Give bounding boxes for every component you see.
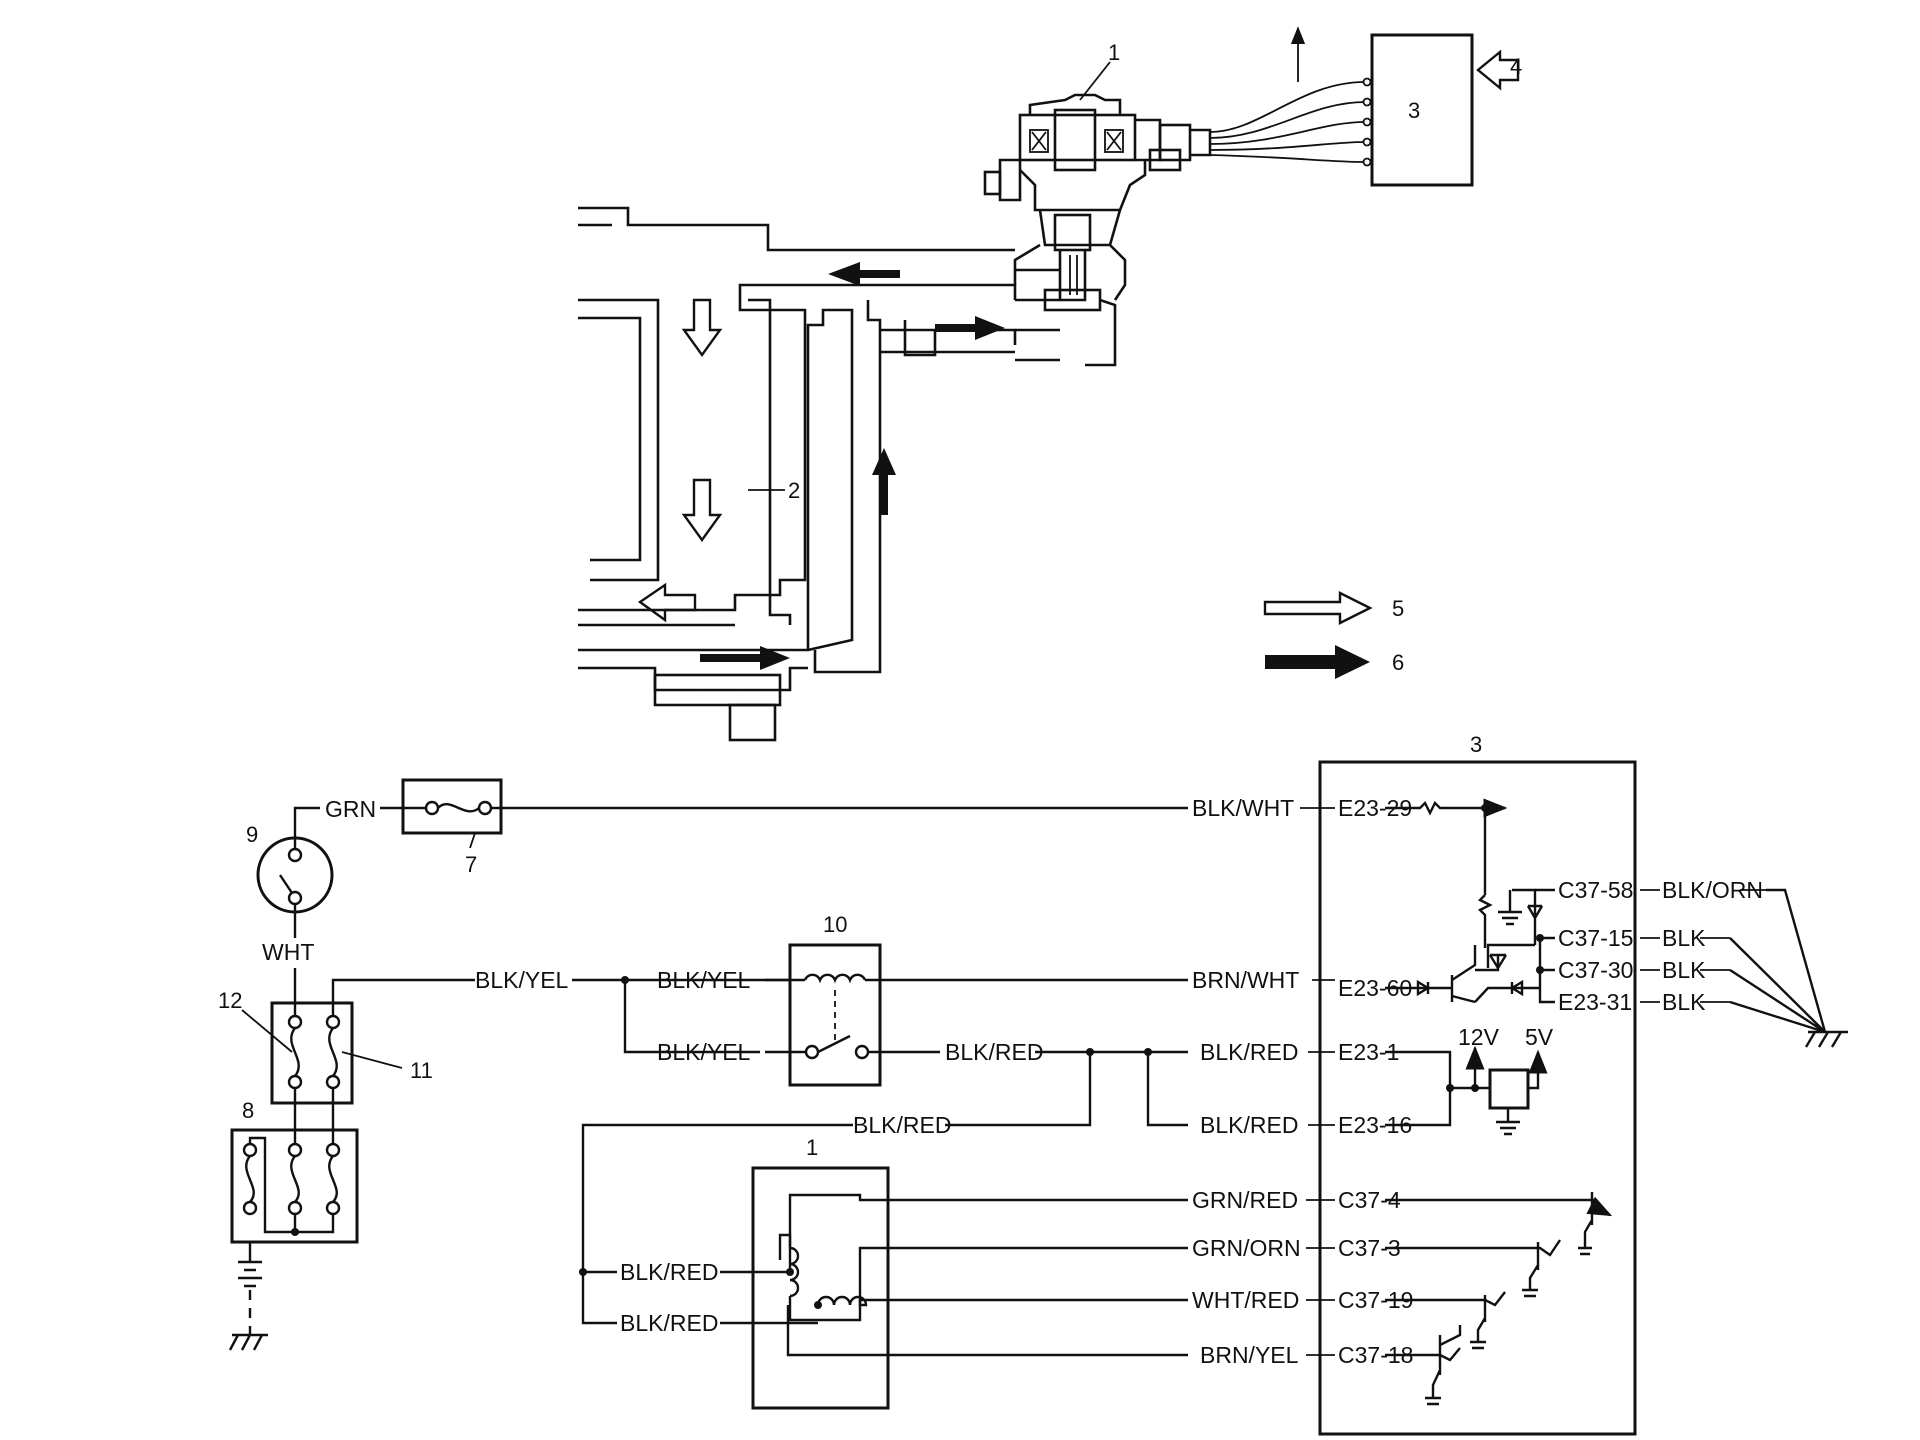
terminal-c37-30: C37-30: [1558, 957, 1633, 983]
wire-label-blk-red-feed: BLK/RED: [853, 1112, 951, 1138]
wire-label-blk-yel-relay-bottom: BLK/YEL: [657, 1039, 751, 1065]
wire-label-brn-wht: BRN/WHT: [1192, 967, 1299, 993]
flow-arrow-outline-icon: [637, 582, 697, 623]
callout-11: 11: [410, 1058, 433, 1083]
callout-8: 8: [242, 1098, 254, 1123]
wire-label-blk-wht: BLK/WHT: [1192, 795, 1294, 821]
wire-label-blk-3: BLK: [1662, 989, 1706, 1015]
wire-label-wht-red: WHT/RED: [1192, 1287, 1299, 1313]
wire-label-blk-1: BLK: [1662, 925, 1706, 951]
wire-label-blk-red-relay-out: BLK/RED: [945, 1039, 1043, 1065]
fuse-block-main: [270, 1001, 354, 1105]
callout-7: 7: [465, 852, 477, 877]
flow-arrow-solid-icon: [872, 448, 896, 515]
wire-label-blk-2: BLK: [1662, 957, 1706, 983]
terminal-c37-3: C37-3: [1338, 1235, 1401, 1261]
terminal-c37-18: C37-18: [1338, 1342, 1413, 1368]
terminal-c37-4: C37-4: [1338, 1187, 1401, 1213]
terminal-e23-60: E23-60: [1338, 975, 1412, 1001]
legend-solid-arrow-icon: [1265, 645, 1370, 679]
wire-label-blk-yel-relay-top: BLK/YEL: [657, 967, 751, 993]
flow-arrow-outline-icon: [681, 298, 723, 358]
label-leaders: [1300, 807, 1766, 1356]
wire-label-grn-orn: GRN/ORN: [1192, 1235, 1301, 1261]
wire-label-blk-red-coil-top: BLK/RED: [620, 1259, 718, 1285]
terminal-e23-31: E23-31: [1558, 989, 1632, 1015]
valve-harness: [1209, 26, 1372, 167]
voltage-regulator: [1488, 1068, 1530, 1110]
idle-air-control-valve-drawing: [983, 93, 1212, 367]
input-arrow-icon: [1476, 49, 1520, 91]
wiring-schematic: [228, 760, 1848, 1436]
terminal-c37-19: C37-19: [1338, 1287, 1413, 1313]
wire-label-blk-red-e23-1: BLK/RED: [1200, 1039, 1298, 1065]
wire-label-wht: WHT: [262, 939, 314, 965]
legend-outline-arrow-icon: [1263, 591, 1373, 625]
flow-arrow-solid-icon: [935, 316, 1005, 340]
iac-valve-coils: [751, 1166, 890, 1410]
callout-5: 5: [1392, 596, 1404, 621]
wire-label-blk-red-e23-16: BLK/RED: [1200, 1112, 1298, 1138]
wire-label-brn-yel: BRN/YEL: [1200, 1342, 1299, 1368]
callout-9: 9: [246, 822, 258, 847]
flow-arrow-outline-icon: [681, 478, 723, 543]
ecm-box: [1318, 760, 1637, 1436]
flow-arrow-solid-icon: [700, 646, 790, 670]
voltage-12v: 12V: [1458, 1024, 1500, 1050]
terminal-e23-1: E23-1: [1338, 1039, 1399, 1065]
wire-label-blk-red-coil-bottom: BLK/RED: [620, 1310, 718, 1336]
callout-6: 6: [1392, 650, 1404, 675]
terminal-c37-15: C37-15: [1558, 925, 1633, 951]
terminal-e23-29: E23-29: [1338, 795, 1412, 821]
callout-1-bottom: 1: [806, 1135, 818, 1160]
callout-3-top: 3: [1408, 98, 1420, 123]
wire-label-grn-red: GRN/RED: [1192, 1187, 1298, 1213]
callout-2: 2: [788, 478, 800, 503]
callout-4: 4: [1510, 54, 1522, 79]
ecm-box-top: [1370, 33, 1474, 187]
callout-12: 12: [218, 988, 242, 1013]
callout-1-top: 1: [1108, 40, 1120, 65]
wire-label-grn: GRN: [325, 796, 376, 822]
intake-passages: [578, 206, 1060, 742]
terminal-e23-16: E23-16: [1338, 1112, 1412, 1138]
wire-label-blk-yel-main: BLK/YEL: [475, 967, 569, 993]
callout-3-ecm: 3: [1470, 732, 1482, 757]
voltage-5v: 5V: [1525, 1024, 1554, 1050]
mechanical-section: [578, 26, 1520, 742]
flow-arrow-solid-icon: [828, 262, 900, 286]
terminal-c37-58: C37-58: [1558, 877, 1633, 903]
callout-10: 10: [823, 912, 847, 937]
